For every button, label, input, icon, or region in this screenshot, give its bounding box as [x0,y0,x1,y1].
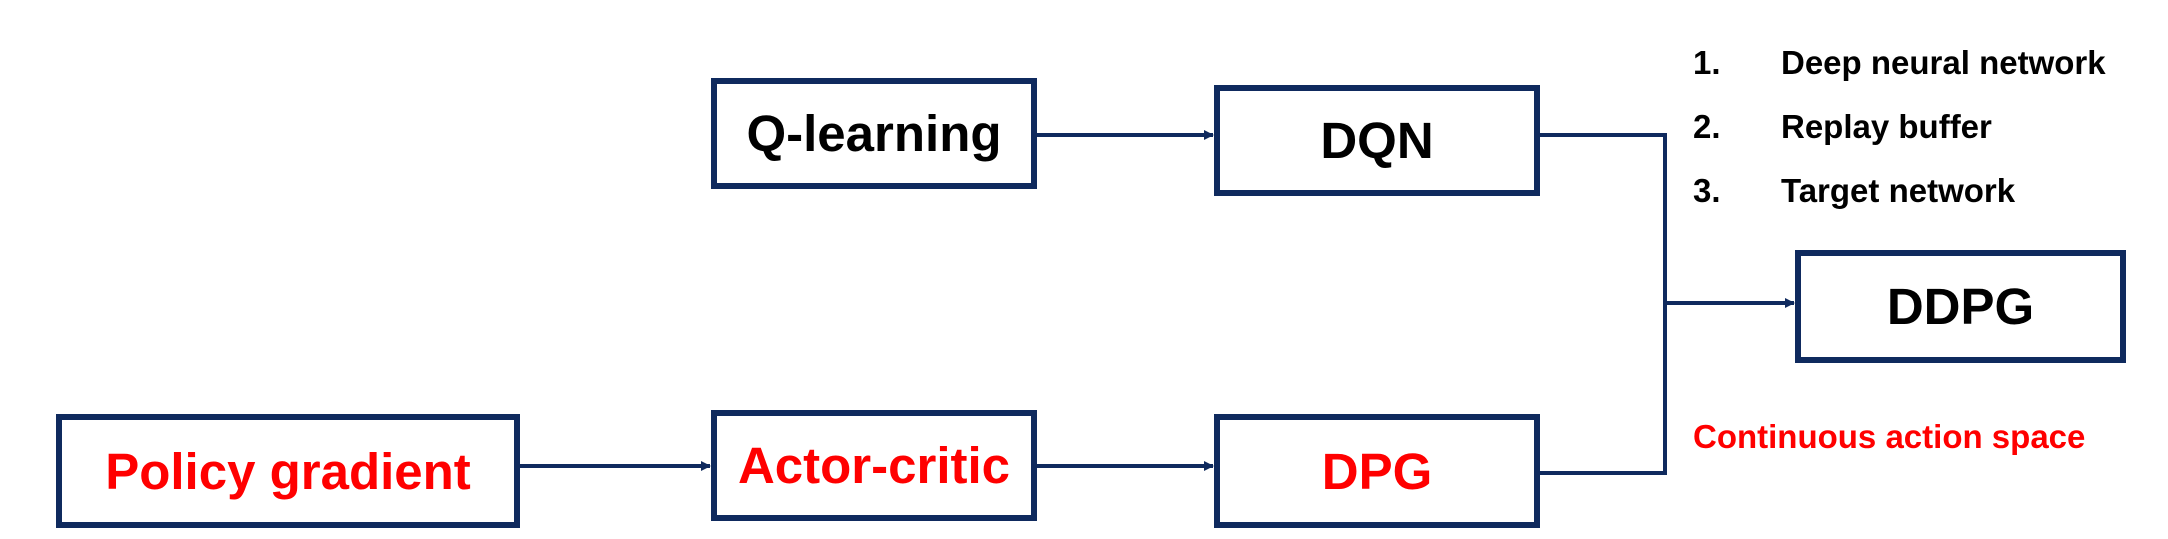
dpg-box: DPG [1214,414,1540,528]
dqn-feature-list: 1. Deep neural network 2. Replay buffer … [1693,44,2106,236]
dqn-feature-text: Target network [1781,172,2016,209]
actor-critic-label: Actor-critic [737,437,1011,494]
dqn-feature-item: 2. Replay buffer [1693,108,2106,172]
dqn-feature-number: 3. [1693,172,1721,209]
connector-dpg-to-junction [1540,303,1667,475]
dqn-feature-text: Deep neural network [1781,44,2106,81]
q-learning-label: Q-learning [746,105,1002,162]
dqn-feature-number: 1. [1693,44,1721,81]
dpg-feature-note: Continuous action space [1693,418,2086,455]
dqn-feature-text: Replay buffer [1781,108,1992,145]
dqn-label: DQN [1320,112,1434,169]
policy-gradient-box: Policy gradient [56,414,520,528]
q-learning-box: Q-learning [711,78,1037,189]
dqn-box: DQN [1214,85,1540,196]
ddpg-label: DDPG [1886,278,2035,335]
dpg-label: DPG [1321,442,1433,500]
ddpg-box: DDPG [1795,250,2126,363]
policy-gradient-label: Policy gradient [105,442,471,500]
connector-dqn-to-junction [1540,133,1667,303]
dqn-feature-number: 2. [1693,108,1721,145]
dqn-feature-item: 3. Target network [1693,172,2106,236]
dqn-feature-item: 1. Deep neural network [1693,44,2106,108]
actor-critic-box: Actor-critic [711,410,1037,521]
